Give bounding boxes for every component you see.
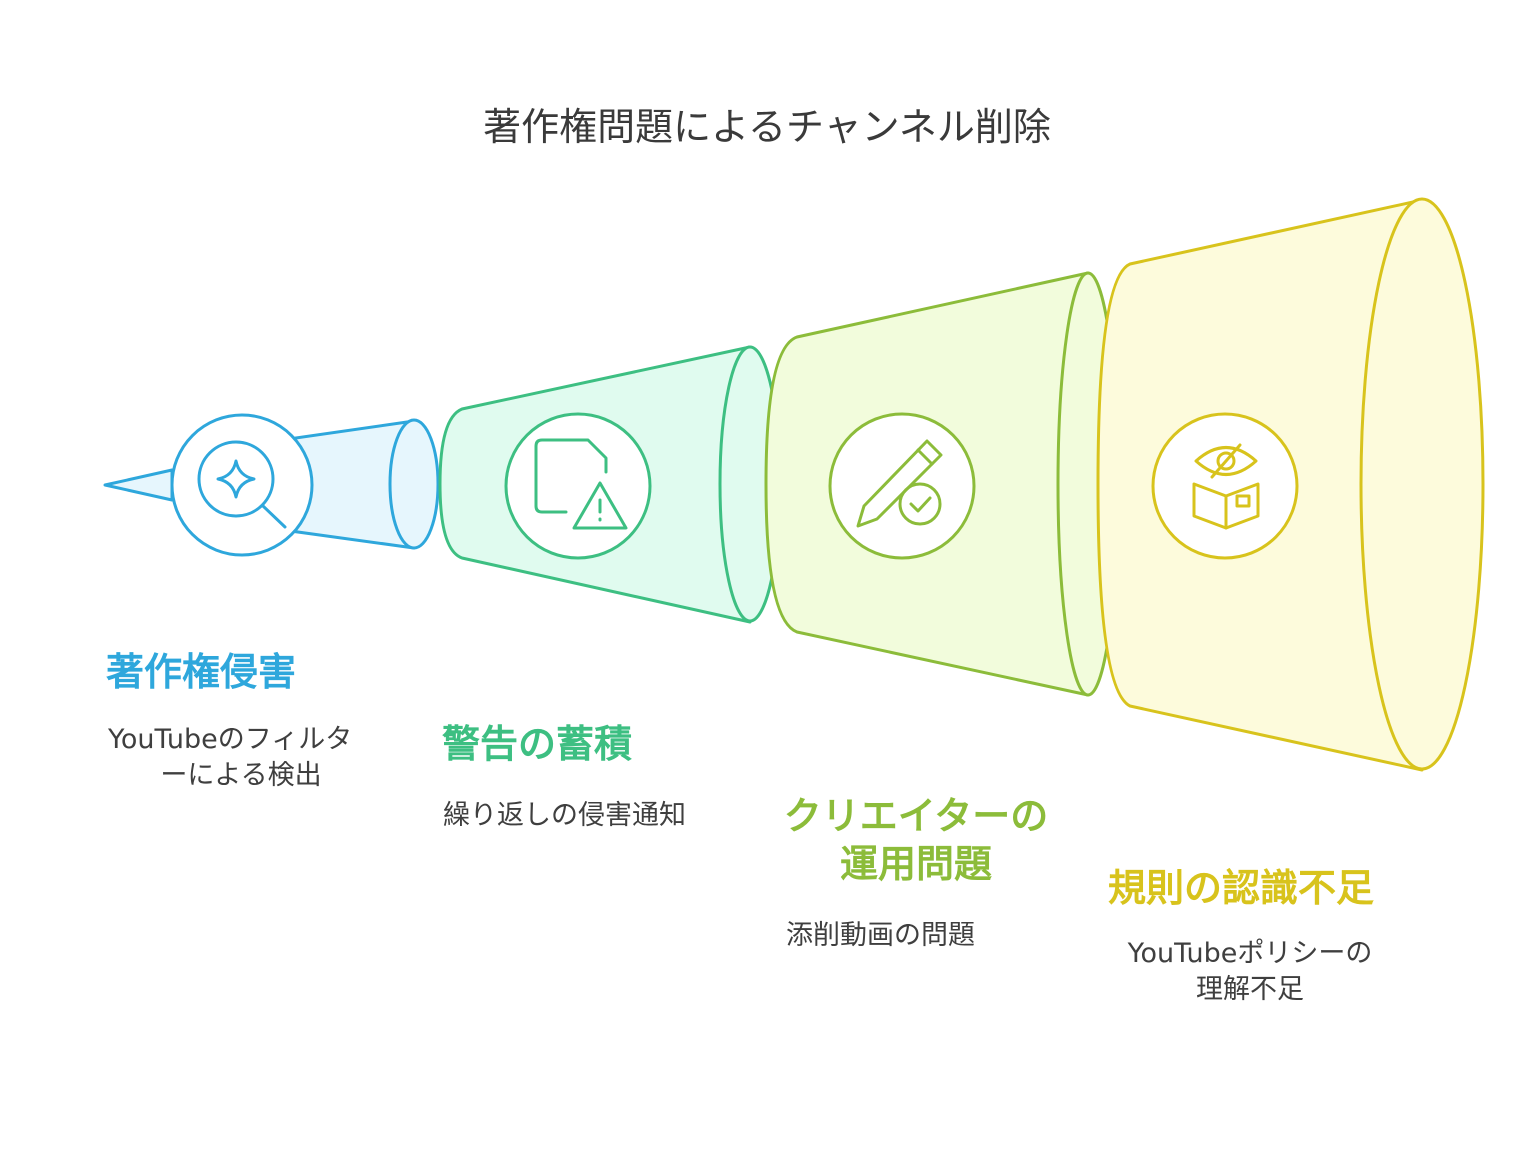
stage-1-description-line: ーによる検出 [108,758,374,794]
stage-3-segment [766,273,1118,695]
stage-4-cone-end [1361,199,1483,769]
stage-1-description: YouTubeのフィルタ ーによる検出 [108,722,374,794]
stage-4-segment [1098,199,1483,770]
stage-2-segment [440,347,780,622]
stage-4-heading: 規則の認識不足 [1108,864,1374,912]
stage-2-heading: 警告の蓄積 [442,720,632,768]
stage-3-heading: クリエイターの 運用問題 [770,792,1062,888]
stage-1-cone-end [390,420,438,548]
stage-3-icon-circle [830,414,974,558]
stage-2-description-line: 繰り返しの侵害通知 [443,798,686,834]
stage-4-description-line: YouTubeポリシーの [1110,936,1390,972]
stage-1-segment [105,415,438,555]
stage-2-description: 繰り返しの侵害通知 [443,798,686,834]
stage-4-description-line: 理解不足 [1110,972,1390,1008]
stage-1-description-line: YouTubeのフィルタ [108,722,374,758]
stage-2-icon-circle [506,414,650,558]
stage-3-description-line: 添削動画の問題 [786,918,975,954]
stage-1-tip [105,470,172,500]
stage-3-heading-line: 運用問題 [770,840,1062,888]
stage-3-heading-line: クリエイターの [770,792,1062,840]
stage-4-description: YouTubeポリシーの 理解不足 [1110,936,1390,1008]
stage-3-description: 添削動画の問題 [786,918,975,954]
stage-4-icon-circle [1153,414,1297,558]
diagram-title: 著作権問題によるチャンネル削除 [0,96,1534,151]
stage-1-heading: 著作権侵害 [106,648,296,696]
